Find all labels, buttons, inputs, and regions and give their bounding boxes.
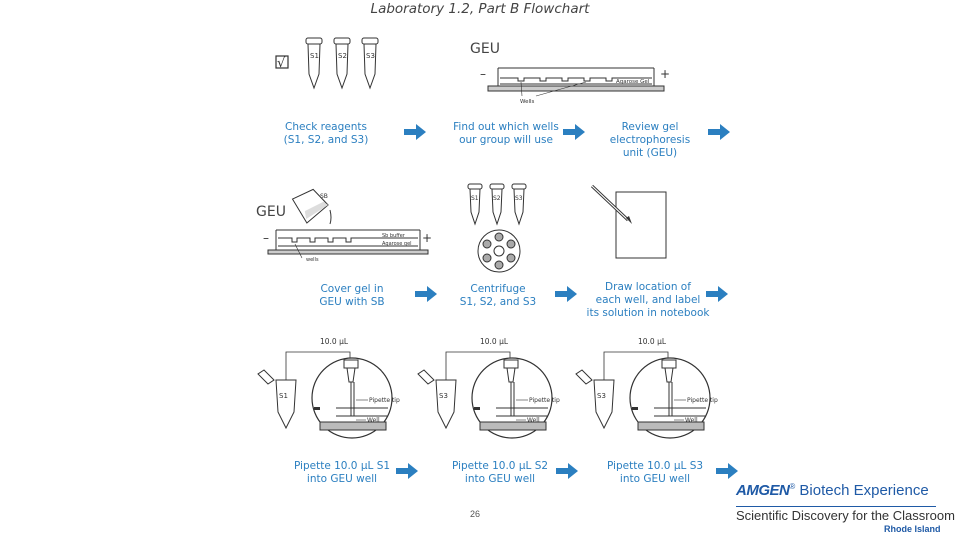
logo-brand: AMGEN (736, 482, 790, 499)
svg-text:S1: S1 (471, 195, 479, 202)
geu-label-row1: GEU (470, 41, 500, 57)
svg-text:Wells: Wells (520, 99, 535, 105)
svg-text:Well: Well (527, 417, 540, 424)
sample-tube-icon: S3 (417, 369, 457, 430)
sb-flask-icon: SB (291, 188, 332, 225)
check-mark-icon: √ (277, 56, 286, 71)
svg-text:S3: S3 (515, 195, 523, 202)
volume-label: 10.0 µL (638, 337, 667, 346)
svg-text:+: + (660, 67, 670, 81)
sample-tube-icon: S3 (575, 369, 615, 430)
svg-text:Well: Well (685, 417, 698, 424)
arrow-right-icon (556, 463, 578, 479)
page-title: Laboratory 1.2, Part B Flowchart (370, 1, 590, 17)
svg-text:+: + (422, 231, 432, 245)
checkbox-icon (275, 55, 289, 69)
geu-illustration-row1: – + Agarose Gel Wells (480, 67, 670, 105)
arrow-right-icon (415, 286, 437, 302)
svg-text:Sb buffer: Sb buffer (382, 233, 406, 239)
svg-text:S1: S1 (310, 52, 319, 60)
svg-text:S3: S3 (439, 392, 448, 400)
logo-region: Rhode Island (884, 524, 941, 534)
arrow-right-icon (706, 286, 728, 302)
volume-label: 10.0 µL (320, 337, 349, 346)
amgen-logo: AMGEN® Biotech Experience (736, 482, 929, 499)
svg-text:S3: S3 (597, 392, 606, 400)
tube-s3-icon: S3 (361, 37, 379, 90)
centrifuge-rotor-icon (477, 229, 521, 273)
sample-tube-icon: S1 (257, 369, 297, 430)
step-check-reagents: Check reagents(S1, S2, and S3) (283, 121, 369, 146)
arrow-right-icon (404, 124, 426, 140)
geu-illustration-row2: – + Sb buffer Agarose gel wells (263, 229, 432, 263)
svg-text:Pipette tip: Pipette tip (529, 397, 560, 404)
svg-text:Pipette tip: Pipette tip (369, 397, 400, 404)
tube-s3-icon: S3 (511, 183, 527, 226)
svg-text:Agarose Gel: Agarose Gel (616, 79, 650, 85)
svg-text:–: – (480, 67, 486, 81)
notebook-icon (615, 191, 667, 259)
volume-label: 10.0 µL (480, 337, 509, 346)
svg-text:wells: wells (306, 257, 319, 263)
svg-text:Well: Well (367, 417, 380, 424)
svg-text:Pipette tip: Pipette tip (687, 397, 718, 404)
centrifuge-tubes-illustration: S1 S2 S3 (467, 183, 527, 273)
logo-tagline: Scientific Discovery for the Classroom (736, 506, 955, 523)
svg-text:S2: S2 (493, 195, 501, 202)
svg-text:S1: S1 (279, 392, 288, 400)
logo-product: Biotech Experience (795, 482, 929, 499)
tube-s1-icon: S1 (305, 37, 323, 90)
tube-s2-icon: S2 (489, 183, 505, 226)
svg-text:S2: S2 (338, 52, 347, 60)
arrow-right-icon (396, 463, 418, 479)
arrow-right-icon (563, 124, 585, 140)
arrow-right-icon (708, 124, 730, 140)
tube-s1-icon: S1 (467, 183, 483, 226)
arrow-right-icon (555, 286, 577, 302)
reagent-tubes-illustration: √ S1 S2 S3 (275, 37, 379, 90)
svg-text:SB: SB (320, 193, 328, 200)
page-number: 26 (470, 509, 481, 519)
logo-registered: ® (789, 482, 796, 491)
svg-text:–: – (263, 231, 269, 245)
geu-label-row2: GEU (256, 204, 286, 220)
arrow-right-icon (716, 463, 738, 479)
pencil-icon (590, 184, 632, 224)
svg-text:S3: S3 (366, 52, 375, 60)
svg-text:Agarose gel: Agarose gel (382, 241, 412, 247)
notebook-pencil-illustration (590, 184, 667, 259)
tube-s2-icon: S2 (333, 37, 351, 90)
